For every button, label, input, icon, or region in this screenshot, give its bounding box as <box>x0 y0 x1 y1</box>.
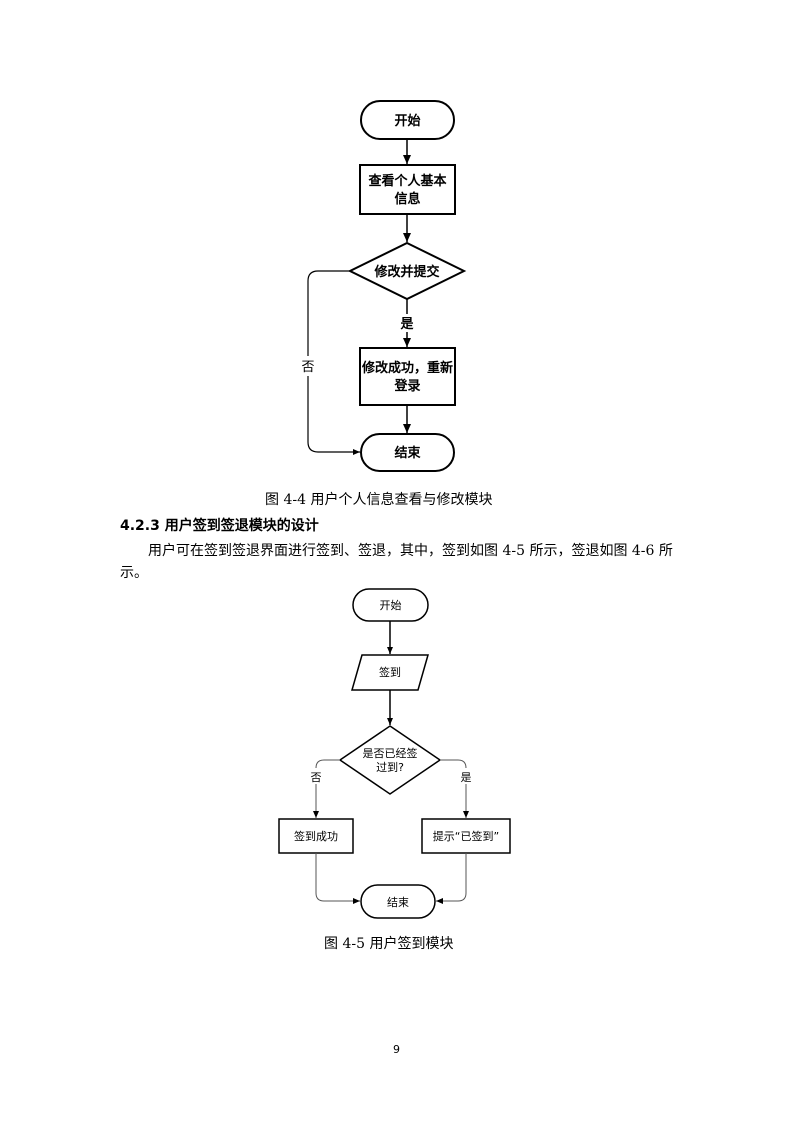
success-label-line1: 修改成功，重新 <box>361 360 453 376</box>
input-label: 签到 <box>379 665 401 679</box>
already-checked-decision <box>338 725 442 795</box>
no-label-bg <box>308 768 324 784</box>
no-label-bg <box>299 356 317 376</box>
view-info-label-line2: 信息 <box>394 191 420 207</box>
already-checked-prompt-process <box>421 818 511 854</box>
section-heading: 4.2.3 用户签到签退模块的设计 <box>120 518 319 534</box>
end-label: 结束 <box>394 445 421 461</box>
start-label: 开始 <box>380 598 402 612</box>
yes-label-bg <box>458 768 474 784</box>
decision-label: 修改并提交 <box>373 264 439 280</box>
checkin-input <box>351 654 429 691</box>
yes-label-bg <box>399 314 415 332</box>
paragraph-text: 用户可在签到签退界面进行签到、签退，其中，签到如图 4-5 所示，签退如图 4-… <box>120 543 673 581</box>
modify-success-process <box>359 347 456 406</box>
flow-arrow-yes <box>440 759 469 818</box>
success-label: 签到成功 <box>294 829 338 843</box>
figure-4-4-caption: 图 4-4 用户个人信息查看与修改模块 <box>265 492 493 508</box>
end-terminal <box>360 884 436 919</box>
decision-label-line2: 过到? <box>376 761 404 774</box>
flow-arrow-no <box>313 759 340 818</box>
prompt-label: 提示“已签到” <box>433 829 499 843</box>
no-label: 否 <box>301 360 314 375</box>
yes-label: 是 <box>461 771 472 784</box>
section-paragraph: 用户可在签到签退界面进行签到、签退，其中，签到如图 4-5 所示，签退如图 4-… <box>120 540 680 584</box>
checkin-success-process <box>278 818 354 854</box>
end-label: 结束 <box>387 896 409 909</box>
figure-4-5-caption: 图 4-5 用户签到模块 <box>324 936 454 952</box>
yes-label: 是 <box>399 317 414 332</box>
end-terminal <box>360 433 455 472</box>
no-label: 否 <box>311 771 322 784</box>
page-number: 9 <box>393 1043 400 1056</box>
flow-arrow <box>315 853 360 904</box>
view-info-label-line1: 查看个人基本 <box>367 173 446 189</box>
success-label-line2: 登录 <box>393 378 420 394</box>
start-label: 开始 <box>394 113 420 129</box>
flow-arrow <box>436 853 467 904</box>
decision-label-line1: 是否已经签 <box>363 746 418 760</box>
